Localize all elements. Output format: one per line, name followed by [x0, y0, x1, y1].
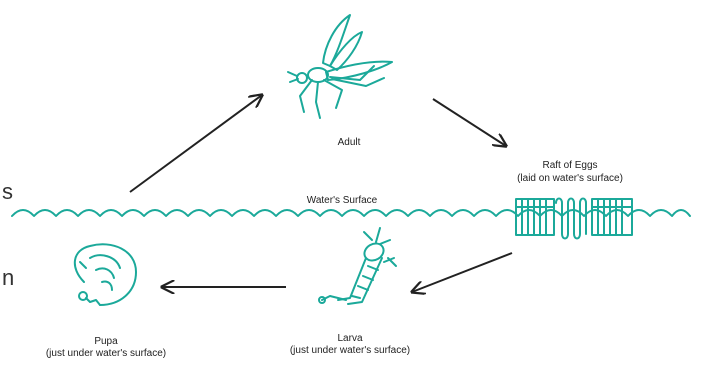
- pupa-sublabel: (just under water's surface): [46, 348, 166, 360]
- water-surface-wave: [12, 210, 690, 216]
- arrow-to-raft: [433, 99, 506, 146]
- egg-raft-icon: [516, 199, 632, 239]
- pupa-label: Pupa: [94, 336, 117, 348]
- larva-sublabel: (just under water's surface): [290, 345, 410, 357]
- larva-label: Larva: [337, 333, 362, 345]
- pupa-icon: [75, 244, 136, 305]
- arrow-to-adult: [130, 95, 262, 192]
- raft-of-eggs-label: Raft of Eggs: [542, 160, 597, 172]
- raft-of-eggs-sublabel: (laid on water's surface): [517, 173, 623, 185]
- cut-off-text-top: s: [2, 179, 13, 205]
- mosquito-adult-icon: [288, 15, 392, 118]
- arrow-to-larva: [412, 253, 512, 292]
- larva-icon: [319, 228, 396, 304]
- cut-off-text-bottom: n: [2, 265, 14, 291]
- adult-label: Adult: [338, 137, 361, 149]
- water-surface-label: Water's Surface: [307, 195, 377, 207]
